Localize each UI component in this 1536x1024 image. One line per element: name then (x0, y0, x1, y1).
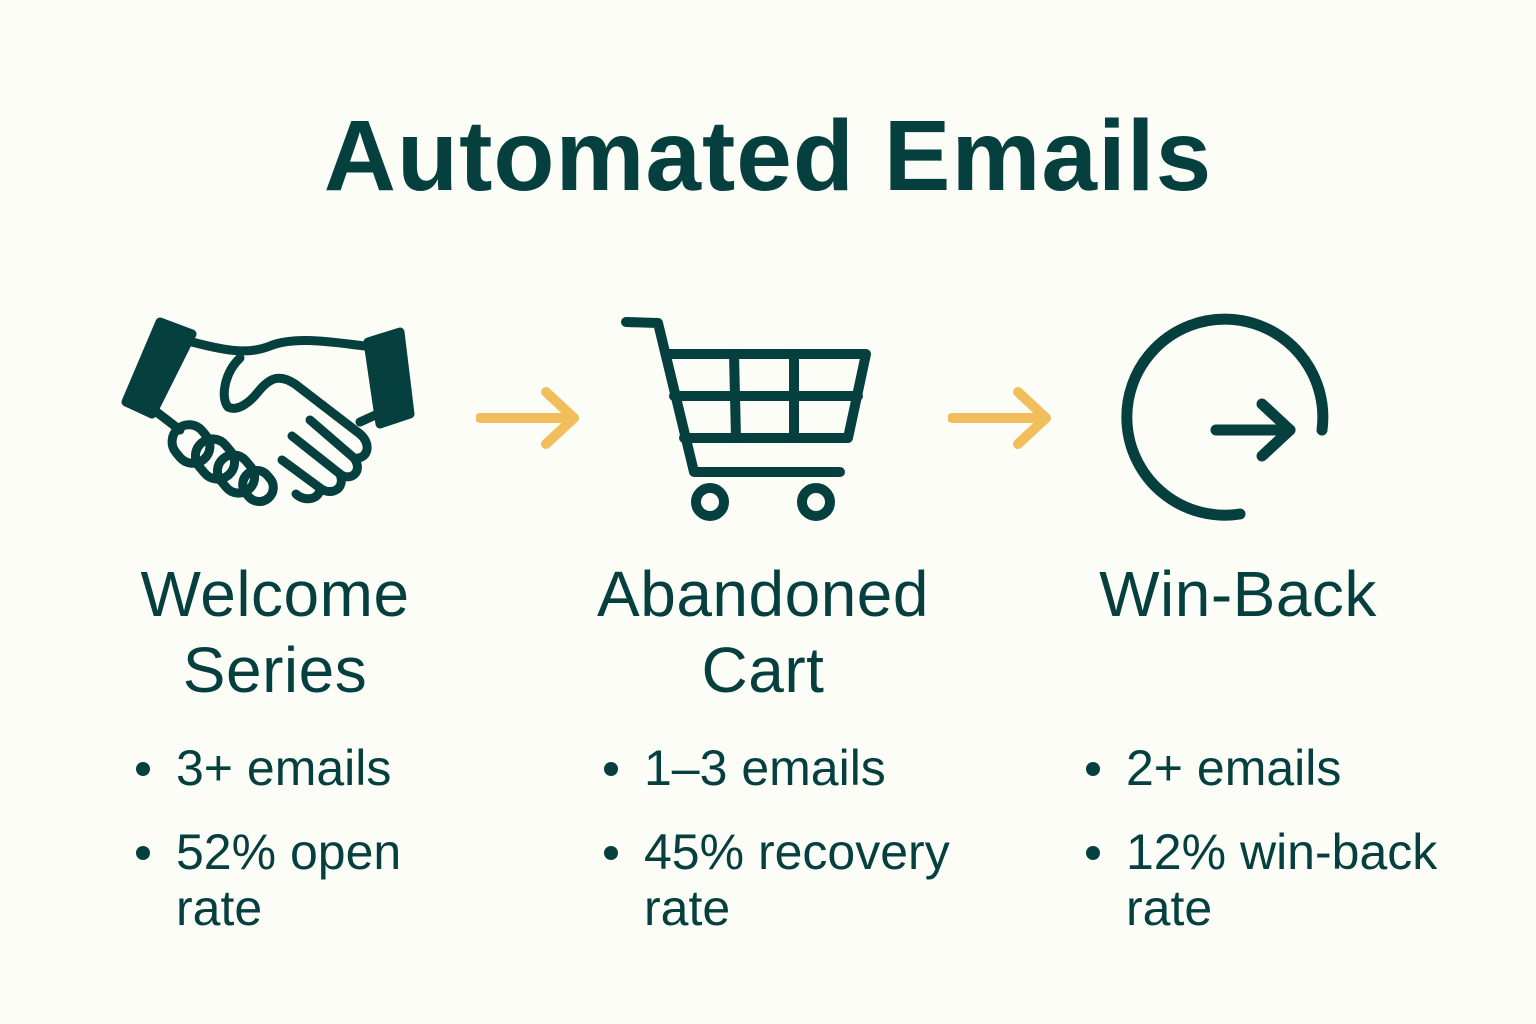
bullet-icon (136, 762, 150, 776)
arrow-right-icon (947, 386, 1054, 455)
step-heading-abandoned-cart: Abandoned Cart (570, 556, 956, 708)
heading-line: Series (182, 634, 368, 706)
arrow-right-icon (475, 386, 582, 455)
bullet-icon (604, 846, 618, 860)
stat-item: 1–3 emails (604, 740, 984, 796)
stat-item: 52% open rate (136, 824, 456, 936)
bullet-icon (136, 846, 150, 860)
heading-line: Win-Back (1099, 558, 1377, 630)
bullet-icon (1086, 846, 1100, 860)
stat-item: 12% win-back rate (1086, 824, 1466, 936)
stats-list-win-back: 2+ emails 12% win-back rate (1086, 740, 1466, 964)
step-heading-win-back: Win-Back (1060, 556, 1416, 632)
stat-item: 3+ emails (136, 740, 456, 796)
stats-list-welcome-series: 3+ emails 52% open rate (136, 740, 456, 964)
heading-line: Cart (701, 634, 825, 706)
stat-item: 45% recovery rate (604, 824, 984, 936)
heading-line: Welcome (140, 558, 410, 630)
stats-list-abandoned-cart: 1–3 emails 45% recovery rate (604, 740, 984, 964)
heading-line: Abandoned (597, 558, 929, 630)
stat-item: 2+ emails (1086, 740, 1466, 796)
bullet-icon (1086, 762, 1100, 776)
page-title: Automated Emails (323, 100, 1213, 212)
circular-arrow-return-icon (1120, 310, 1340, 530)
bullet-icon (604, 762, 618, 776)
step-heading-welcome-series: Welcome Series (100, 556, 450, 708)
handshake-icon (120, 312, 430, 517)
shopping-cart-icon (618, 312, 878, 527)
